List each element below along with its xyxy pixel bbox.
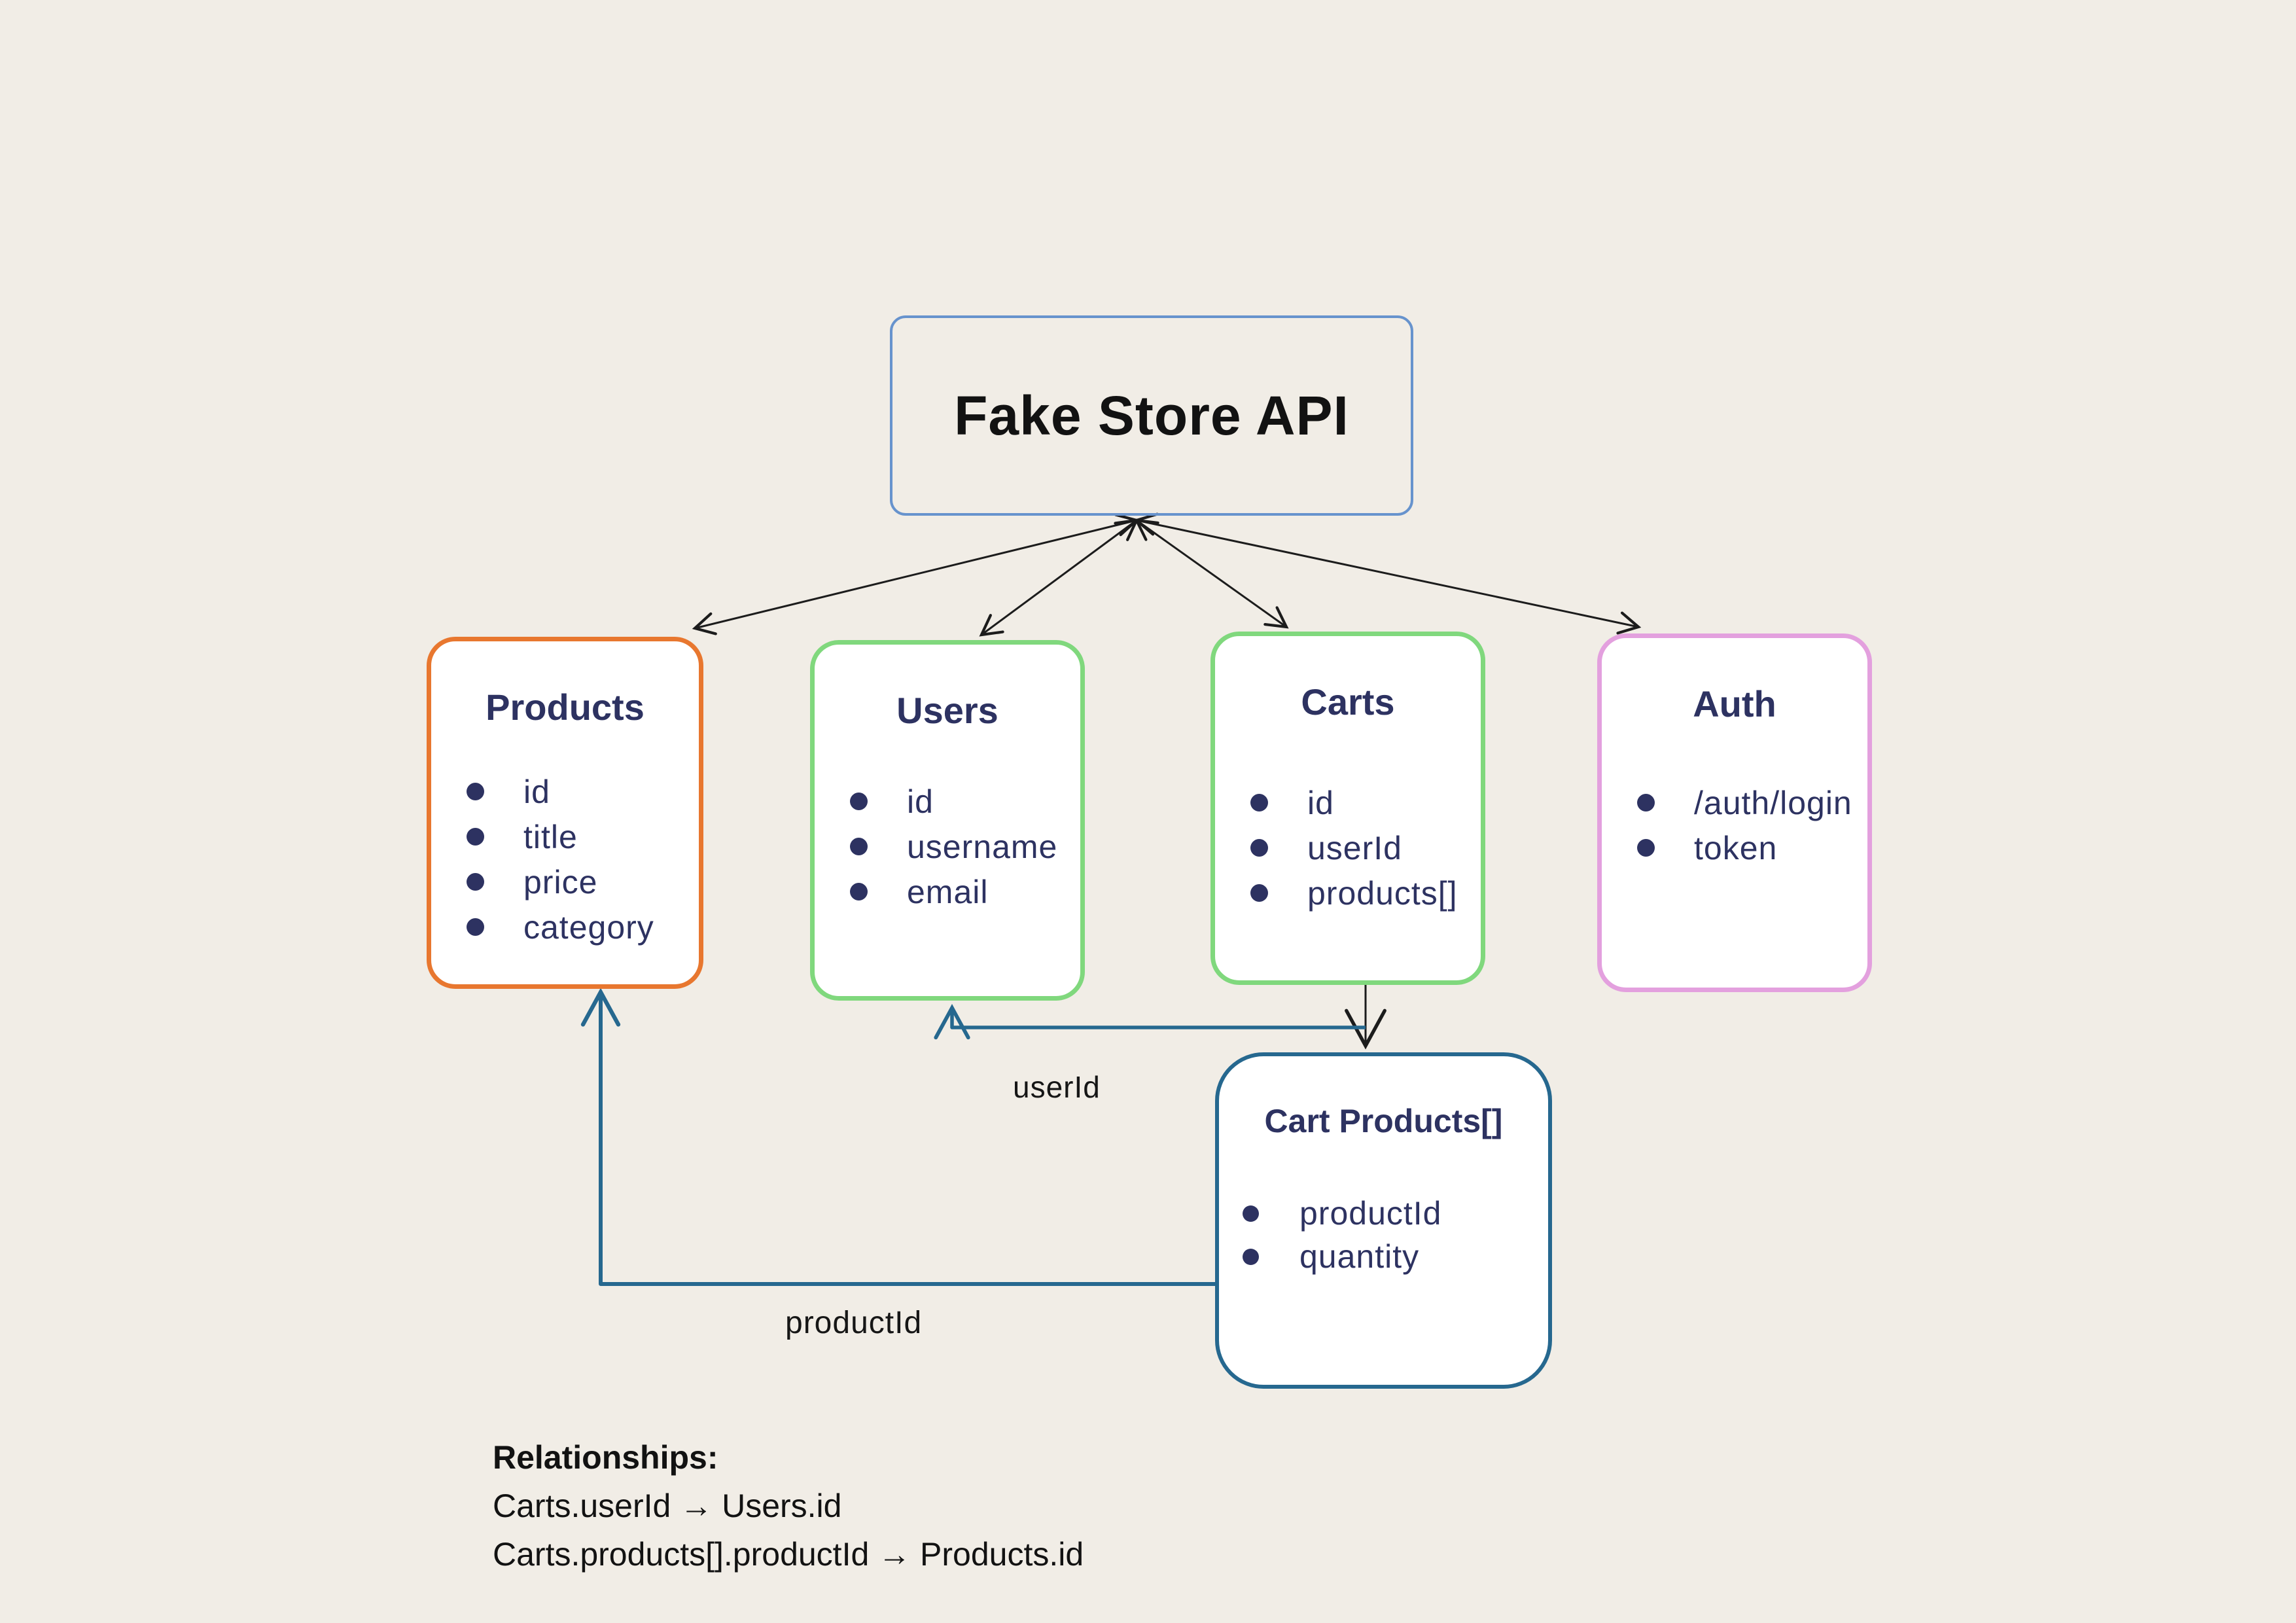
edge-api-users	[979, 518, 1139, 637]
entity-card-carts: Carts id userId products[]	[1210, 632, 1485, 985]
field-item: price	[467, 859, 699, 904]
entity-title: Cart Products[]	[1264, 1103, 1503, 1139]
bullet-icon	[850, 793, 868, 810]
relationship-line: Carts.userId → Users.id	[493, 1488, 842, 1524]
bullet-icon	[1243, 1205, 1259, 1222]
edge-userid-to-users	[934, 1003, 1366, 1040]
entity-card-products: Products id title price category	[427, 637, 703, 989]
api-title: Fake Store API	[954, 384, 1349, 446]
field-label: quantity	[1299, 1238, 1420, 1275]
field-item: userId	[1250, 825, 1481, 870]
field-label: products[]	[1307, 874, 1458, 912]
field-label: token	[1694, 829, 1778, 866]
bullet-icon	[850, 838, 868, 855]
edge-api-products	[692, 513, 1140, 635]
bullet-icon	[1637, 839, 1655, 857]
field-list: id username email	[815, 779, 1080, 914]
bullet-icon	[467, 828, 484, 846]
field-label: email	[907, 873, 989, 910]
field-item: /auth/login	[1637, 780, 1867, 825]
bullet-icon	[1250, 884, 1268, 902]
field-item: category	[467, 904, 699, 950]
entity-title: Products	[486, 687, 645, 728]
field-list: productId quantity	[1219, 1192, 1548, 1278]
field-label: id	[907, 783, 934, 820]
field-label: id	[523, 773, 550, 810]
field-label: username	[907, 828, 1058, 865]
field-item: id	[850, 779, 1080, 824]
field-item: id	[1250, 780, 1481, 825]
entity-title: Carts	[1301, 681, 1395, 722]
relationships-block: Relationships: Carts.userId → Users.id C…	[493, 1433, 1084, 1578]
edge-api-auth	[1133, 512, 1642, 635]
relationship-line: Carts.products[].productId → Products.id	[493, 1536, 1084, 1573]
field-item: username	[850, 824, 1080, 869]
field-item: quantity	[1243, 1235, 1548, 1278]
field-label: id	[1307, 784, 1334, 821]
field-item: id	[467, 769, 699, 814]
entity-card-users: Users id username email	[810, 640, 1085, 1001]
field-list: id userId products[]	[1215, 780, 1481, 916]
field-item: products[]	[1250, 870, 1481, 916]
field-list: id title price category	[431, 769, 699, 950]
entity-card-auth: Auth /auth/login token	[1597, 633, 1872, 992]
productid-edge-label: productId	[785, 1306, 923, 1340]
field-label: category	[523, 908, 654, 946]
entity-title: Auth	[1693, 683, 1776, 724]
field-item: email	[850, 869, 1080, 914]
field-item: token	[1637, 825, 1867, 870]
bullet-icon	[1250, 794, 1268, 812]
field-item: title	[467, 814, 699, 859]
edge-api-carts	[1134, 518, 1289, 629]
edge-productid-to-products	[580, 988, 1220, 1286]
userid-edge-label: userId	[1013, 1070, 1101, 1104]
entity-card-cart-products: Cart Products[] productId quantity	[1215, 1052, 1552, 1389]
field-list: /auth/login token	[1602, 780, 1867, 870]
bullet-icon	[467, 783, 484, 800]
bullet-icon	[467, 873, 484, 891]
field-label: title	[523, 818, 578, 855]
field-item: productId	[1243, 1192, 1548, 1235]
bullet-icon	[850, 883, 868, 901]
bullet-icon	[1637, 794, 1655, 812]
field-label: userId	[1307, 829, 1402, 866]
entity-title: Users	[896, 690, 998, 731]
bullet-icon	[1250, 839, 1268, 857]
field-label: price	[523, 863, 598, 901]
field-label: productId	[1299, 1195, 1442, 1232]
api-title-box: Fake Store API	[890, 315, 1413, 516]
bullet-icon	[1243, 1248, 1259, 1265]
bullet-icon	[467, 918, 484, 936]
relationships-heading: Relationships:	[493, 1439, 718, 1476]
field-label: /auth/login	[1694, 784, 1852, 821]
